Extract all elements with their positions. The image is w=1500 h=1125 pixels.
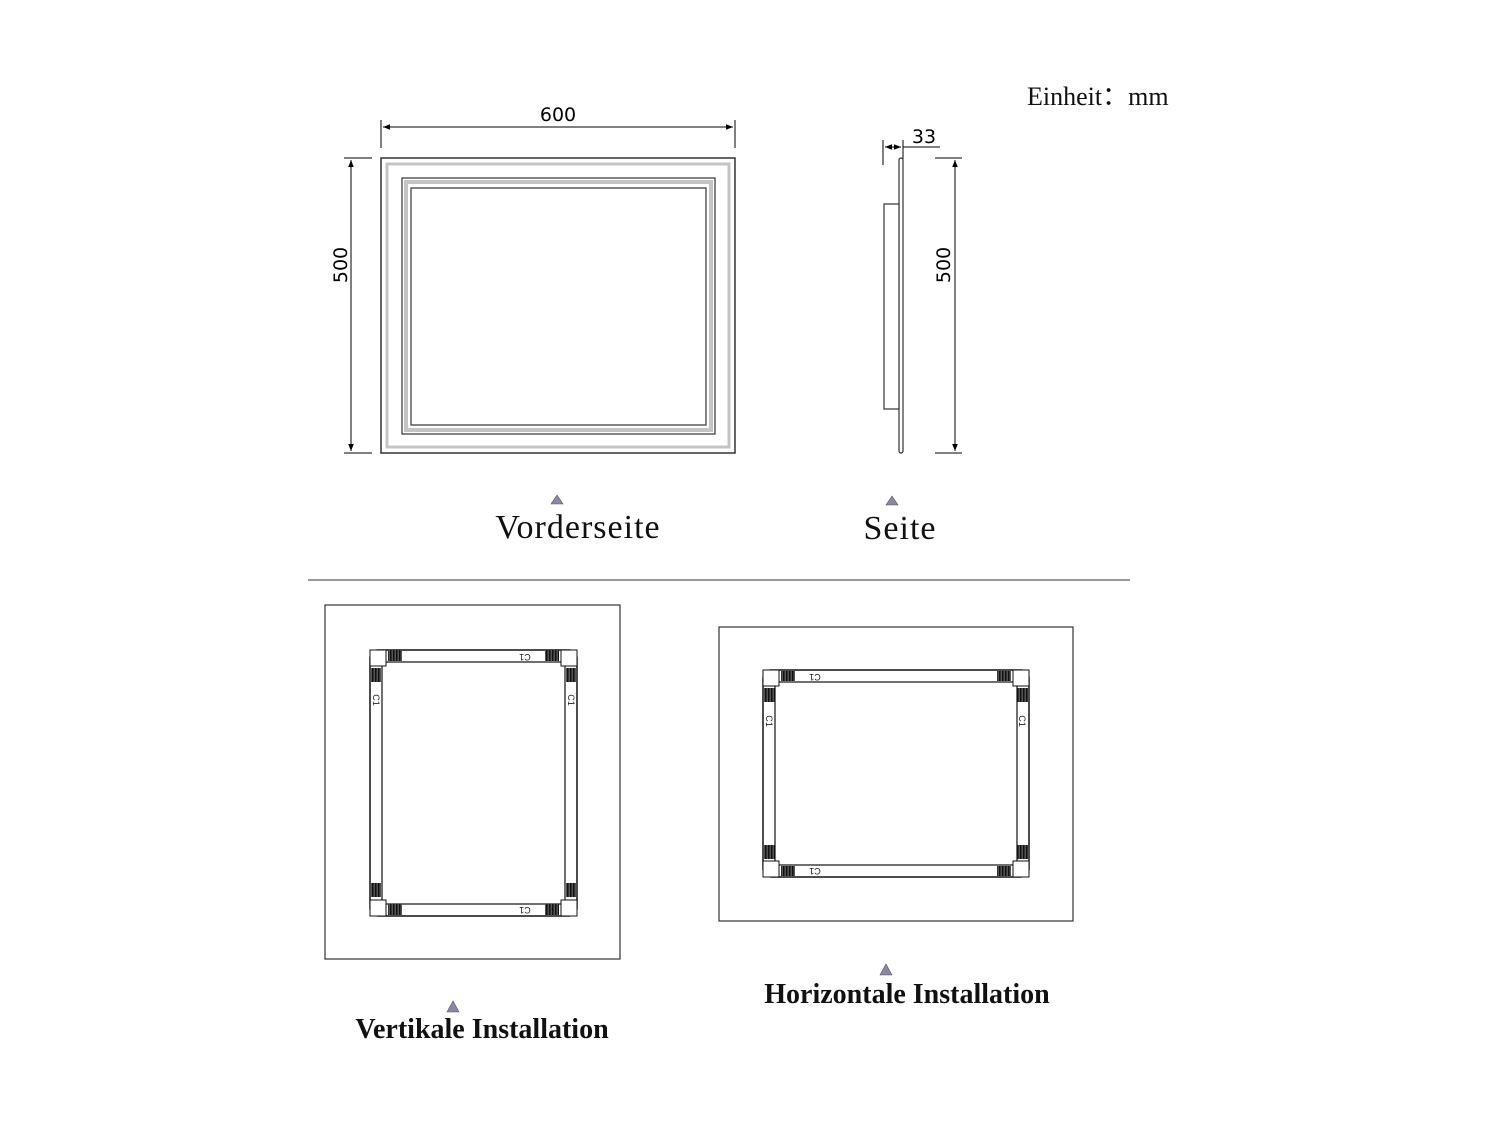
clip-label: C1: [371, 694, 381, 706]
clip-label: C1: [809, 866, 821, 876]
caption-marker-icon: [446, 1000, 460, 1013]
mount-grip-icon: [566, 668, 576, 682]
front-view-caption: Vorderseite: [495, 509, 660, 546]
clip-label: C1: [519, 652, 531, 662]
clip-label: C1: [1017, 715, 1027, 727]
side-depth-dimension: 33: [912, 126, 936, 148]
mount-grip-icon: [371, 883, 381, 897]
front-view: 600 500 Vorderseite: [330, 104, 736, 546]
clip-label: C1: [764, 715, 774, 727]
unit-label: Einheit：mm: [1027, 82, 1169, 111]
mount-grip-icon: [764, 845, 775, 859]
clip-label: C1: [809, 672, 821, 682]
caption-marker-icon: [885, 495, 899, 506]
mount-grip-icon: [997, 671, 1011, 681]
led-strip-outer: [385, 162, 731, 449]
mount-grip-icon: [781, 866, 795, 876]
caption-marker-icon: [550, 494, 564, 505]
horizontal-installation: C1 C1 C1 C1 Horizontale Installation: [718, 626, 1074, 1010]
side-view-caption: Seite: [864, 510, 937, 547]
mount-grip-icon: [781, 671, 795, 681]
front-height-dimension: 500: [330, 247, 352, 283]
front-width-dimension: 600: [540, 104, 576, 126]
mount-grip-icon: [566, 883, 576, 897]
vertical-installation-caption: Vertikale Installation: [355, 1014, 609, 1045]
mount-grip-icon: [388, 650, 402, 661]
mount-grip-icon: [1017, 845, 1028, 859]
mount-grip-icon: [997, 866, 1011, 876]
mount-grip-icon: [545, 650, 559, 661]
mount-grip-icon: [1017, 688, 1028, 702]
horizontal-installation-caption: Horizontale Installation: [764, 979, 1050, 1010]
mount-grip-icon: [388, 904, 402, 915]
side-view: 33 500 Seite: [864, 126, 962, 547]
mount-grip-icon: [545, 904, 559, 915]
clip-label: C1: [566, 694, 576, 706]
mount-grip-icon: [371, 668, 381, 682]
mount-grip-icon: [764, 688, 775, 702]
side-backing-box: [883, 203, 900, 410]
vertical-installation: C1 C1 C1 C1 Vertikale Installation: [324, 604, 621, 1045]
mirror-glass: [410, 187, 707, 426]
side-height-dimension: 500: [933, 247, 955, 283]
led-strip-inner: [401, 177, 716, 435]
clip-label: C1: [519, 905, 531, 915]
caption-marker-icon: [879, 963, 893, 976]
